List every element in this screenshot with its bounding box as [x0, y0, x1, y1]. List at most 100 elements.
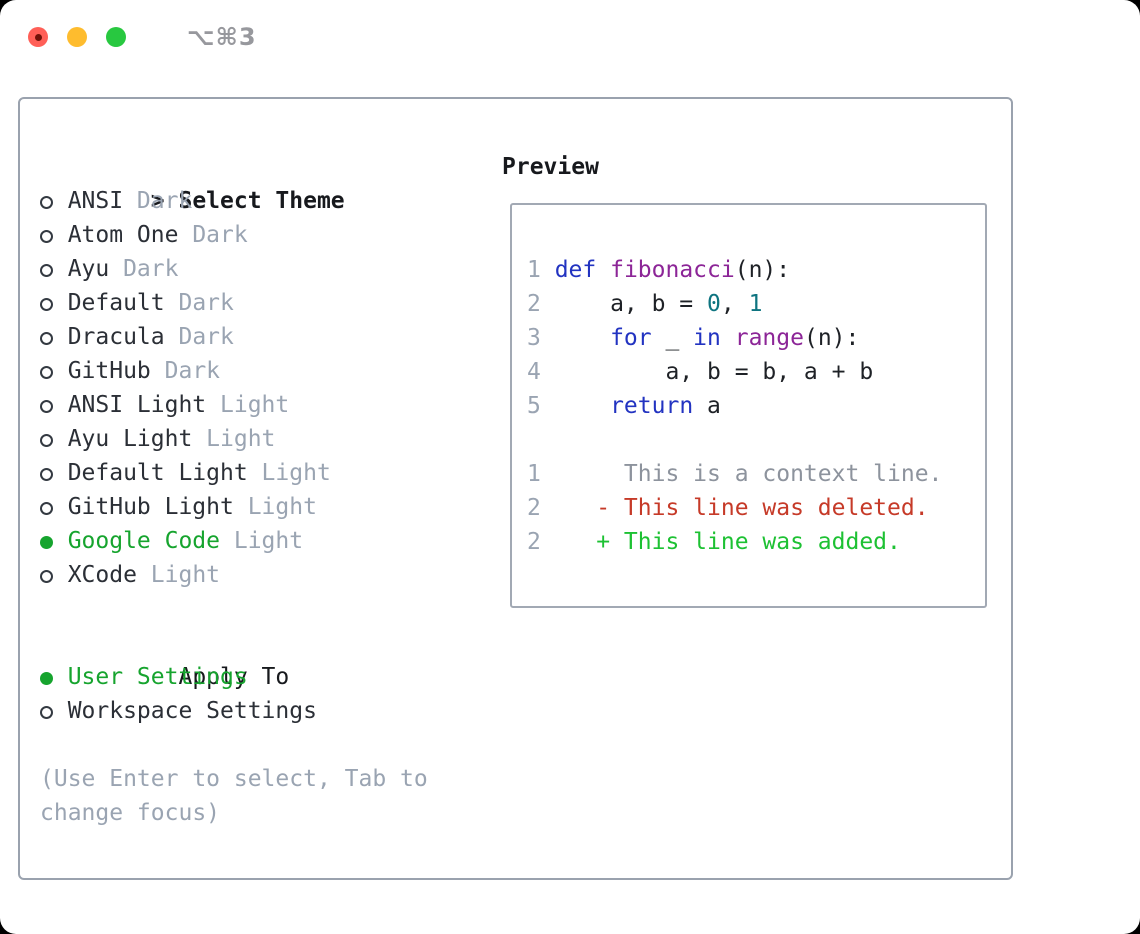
radio-circle-icon: [40, 264, 53, 277]
theme-name: XCode: [67, 562, 137, 588]
theme-name: Default Light: [67, 460, 248, 486]
hint-line-1: (Use Enter to select, Tab to: [40, 766, 428, 792]
bullet-cell: [40, 558, 68, 592]
window-titlebar: ⌥⌘3: [0, 0, 1140, 74]
bullet-cell: [40, 660, 68, 694]
close-button[interactable]: [28, 27, 48, 47]
theme-variant: Light: [136, 562, 221, 588]
zoom-button[interactable]: [106, 27, 126, 47]
select-theme-title: Select Theme: [178, 188, 345, 214]
bullet-cell: [40, 422, 68, 456]
radio-circle-icon: [40, 366, 53, 379]
bullet-cell: [40, 388, 68, 422]
line-number: 1: [527, 461, 541, 487]
bullet-cell: [40, 320, 68, 354]
theme-item-github-light[interactable]: GitHub Light Light: [40, 490, 428, 524]
theme-name: ANSI: [67, 188, 124, 214]
code-line: 3 for _ in range(n):: [527, 321, 985, 355]
theme-variant: Light: [247, 460, 331, 486]
theme-item-default-light[interactable]: Default Light Light: [40, 456, 428, 490]
bullet-cell: [40, 218, 68, 252]
selection-cursor-icon: >: [150, 188, 165, 214]
radio-circle-icon: [40, 400, 53, 413]
radio-circle-icon: [40, 502, 53, 515]
radio-circle-icon: [40, 298, 53, 311]
line-number: 1: [527, 257, 541, 283]
spacer: [40, 592, 428, 626]
theme-name: ANSI Light: [67, 392, 207, 418]
apply-option-workspace-settings[interactable]: Workspace Settings: [40, 694, 428, 728]
radio-circle-icon: [40, 196, 53, 209]
line-number: 3: [527, 325, 541, 351]
bullet-cell: [40, 252, 68, 286]
theme-name: GitHub Light: [67, 494, 234, 520]
theme-item-ansi-light[interactable]: ANSI Light Light: [40, 388, 428, 422]
theme-item-default[interactable]: Default Dark: [40, 286, 428, 320]
line-number: 4: [527, 359, 541, 385]
diff-line-context: 1 This is a context line.: [527, 457, 985, 491]
theme-variant: Dark: [164, 290, 234, 316]
preview-title: Preview: [502, 154, 599, 180]
spacer-line: [527, 423, 985, 457]
theme-variant: Dark: [164, 324, 234, 350]
code-line: 4 a, b = b, a + b: [527, 355, 985, 389]
theme-item-xcode[interactable]: XCode Light: [40, 558, 428, 592]
minimize-button[interactable]: [67, 27, 87, 47]
bullet-cell: [40, 490, 68, 524]
theme-variant: Light: [192, 426, 276, 452]
bullet-cell: [40, 524, 68, 558]
theme-variant: Dark: [150, 358, 221, 384]
radio-circle-icon: [40, 706, 53, 719]
apply-to-title: Apply To: [178, 664, 290, 690]
theme-variant: Light: [206, 392, 290, 418]
bullet-cell: [40, 694, 68, 728]
theme-item-ansi[interactable]: ANSI Dark: [40, 184, 428, 218]
theme-variant: Dark: [178, 222, 248, 248]
code-line: 5 return a: [527, 389, 985, 423]
line-number: 2: [527, 291, 541, 317]
bullet-cell: [40, 184, 68, 218]
theme-item-ayu[interactable]: Ayu Dark: [40, 252, 428, 286]
window-title-shortcut: ⌥⌘3: [187, 23, 257, 51]
bullet-cell: [40, 286, 68, 320]
theme-name: GitHub: [67, 358, 151, 384]
theme-variant: Light: [220, 528, 304, 554]
theme-item-github[interactable]: GitHub Dark: [40, 354, 428, 388]
line-number: 2: [527, 529, 541, 555]
radio-circle-icon: [40, 434, 53, 447]
theme-name: Atom One: [67, 222, 179, 248]
radio-circle-icon: [40, 468, 53, 481]
apply-option-user-settings[interactable]: User Settings: [40, 660, 428, 694]
apply-to-header: Apply To: [40, 626, 428, 690]
theme-name: Dracula: [67, 324, 165, 350]
bullet-cell: [40, 456, 68, 490]
theme-name: Ayu Light: [67, 426, 193, 452]
diff-line-deleted: 2 - This line was deleted.: [527, 491, 985, 525]
radio-selected-icon: [40, 672, 53, 685]
line-number: 2: [527, 495, 541, 521]
code-line: 2 a, b = 0, 1: [527, 287, 985, 321]
unsaved-indicator-dot: [34, 33, 42, 41]
theme-item-google-code[interactable]: Google Code Light: [40, 524, 428, 558]
spacer: [40, 728, 428, 762]
theme-name: Default: [67, 290, 165, 316]
radio-selected-icon: [40, 536, 53, 549]
theme-item-dracula[interactable]: Dracula Dark: [40, 320, 428, 354]
theme-name: Google Code: [67, 528, 221, 554]
theme-item-atom-one[interactable]: Atom One Dark: [40, 218, 428, 252]
bullet-cell: [40, 354, 68, 388]
select-theme-header: > Select Theme: [40, 150, 428, 214]
theme-item-ayu-light[interactable]: Ayu Light Light: [40, 422, 428, 456]
hint-line-2: change focus): [40, 800, 221, 826]
theme-variant: Light: [233, 494, 317, 520]
diff-line-added: 2 + This line was added.: [527, 525, 985, 559]
theme-variant: Dark: [123, 188, 193, 214]
line-number: 5: [527, 393, 541, 419]
